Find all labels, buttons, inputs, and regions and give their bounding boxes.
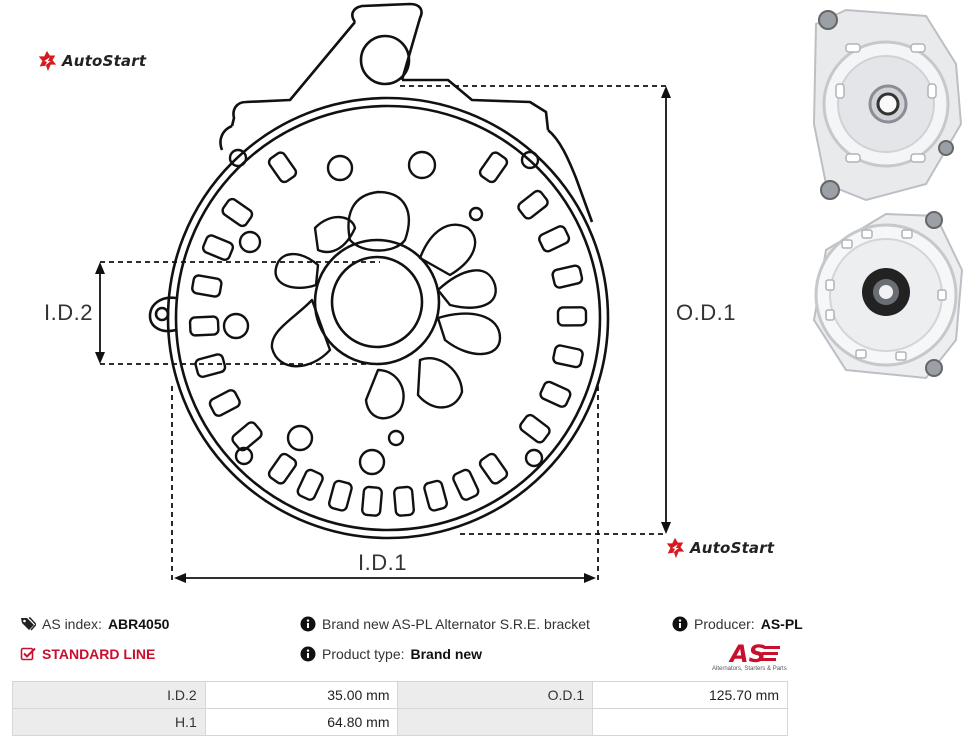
bracket-slot bbox=[393, 485, 415, 517]
spec-value: 64.80 mm bbox=[204, 708, 399, 736]
autostart-logo-icon bbox=[38, 50, 57, 72]
product-type-label: Product type: bbox=[322, 646, 405, 662]
bracket-slot bbox=[361, 485, 383, 517]
info-circle-icon bbox=[672, 616, 688, 632]
id2-dimension-label: I.D.2 bbox=[44, 300, 93, 325]
bracket-slot bbox=[267, 452, 298, 485]
as-index-value: ABR4050 bbox=[107, 616, 170, 632]
bracket-slot bbox=[539, 380, 572, 408]
bracket-slot bbox=[538, 225, 571, 253]
bracket-slot bbox=[221, 197, 254, 228]
as-pl-logo-tagline: Alternators, Starters & Parts bbox=[712, 666, 787, 672]
producer: Producer: AS-PL bbox=[672, 616, 803, 632]
bracket-slot bbox=[328, 479, 353, 512]
as-pl-logo: AS Alternators, Starters & Parts bbox=[712, 640, 792, 674]
bracket-slot bbox=[188, 315, 220, 337]
table-row: H.1 64.80 mm bbox=[12, 708, 788, 736]
specs-table: I.D.2 35.00 mm O.D.1 125.70 mm H.1 64.80… bbox=[12, 681, 788, 736]
bracket-slot bbox=[478, 452, 509, 485]
autostart-logo-top: AutoStart bbox=[36, 50, 146, 72]
bracket-slot bbox=[231, 421, 263, 452]
as-index-label: AS index: bbox=[42, 616, 102, 632]
bracket-slot bbox=[208, 389, 241, 417]
product-photo-back bbox=[812, 211, 964, 380]
spec-value: 125.70 mm bbox=[592, 681, 788, 709]
product-type: Product type: Brand new bbox=[300, 646, 482, 662]
standard-line-label: STANDARD LINE bbox=[42, 646, 156, 662]
spec-value bbox=[592, 708, 788, 736]
bracket-slot bbox=[194, 353, 227, 378]
description-text: Brand new AS-PL Alternator S.R.E. bracke… bbox=[322, 616, 590, 632]
bracket-slot bbox=[267, 151, 298, 184]
bracket-slot bbox=[478, 151, 509, 184]
autostart-logo-bottom: AutoStart bbox=[664, 537, 774, 559]
spec-key bbox=[397, 708, 594, 736]
info-circle-icon bbox=[300, 616, 316, 632]
bracket-slot bbox=[191, 274, 223, 298]
bracket-slot bbox=[296, 468, 324, 501]
product-photo-front bbox=[812, 8, 963, 202]
as-pl-logo-mark: AS bbox=[728, 640, 780, 668]
spec-value: 35.00 mm bbox=[204, 681, 399, 709]
bracket-slot bbox=[556, 306, 588, 327]
bracket-technical-drawing bbox=[95, 2, 671, 583]
bracket-slot bbox=[423, 479, 448, 512]
autostart-logo-icon bbox=[666, 537, 685, 559]
bracket-slot bbox=[452, 468, 480, 501]
as-index: AS index: ABR4050 bbox=[20, 616, 169, 632]
bracket-slot bbox=[552, 344, 584, 369]
bracket-slot bbox=[551, 264, 584, 289]
product-type-value: Brand new bbox=[410, 646, 483, 662]
info-circle-icon bbox=[300, 646, 316, 662]
as-pl-logo-text: AS bbox=[728, 640, 766, 666]
id1-dimension-label: I.D.1 bbox=[358, 550, 407, 575]
bracket-slot bbox=[519, 413, 551, 444]
table-row: I.D.2 35.00 mm O.D.1 125.70 mm bbox=[12, 681, 788, 709]
description: Brand new AS-PL Alternator S.R.E. bracke… bbox=[300, 616, 590, 632]
producer-label: Producer: bbox=[694, 616, 755, 632]
producer-value: AS-PL bbox=[760, 616, 803, 632]
standard-line: STANDARD LINE bbox=[20, 646, 155, 662]
od1-dimension-label: O.D.1 bbox=[676, 300, 736, 325]
autostart-wordmark: AutoStart bbox=[62, 52, 147, 70]
spec-key: H.1 bbox=[12, 708, 206, 736]
bracket-slot bbox=[517, 189, 549, 220]
bracket-slot bbox=[201, 234, 235, 261]
spec-key: O.D.1 bbox=[397, 681, 594, 709]
spec-key: I.D.2 bbox=[12, 681, 206, 709]
check-square-icon bbox=[20, 647, 36, 661]
tags-icon bbox=[21, 617, 36, 631]
autostart-wordmark: AutoStart bbox=[690, 539, 775, 557]
